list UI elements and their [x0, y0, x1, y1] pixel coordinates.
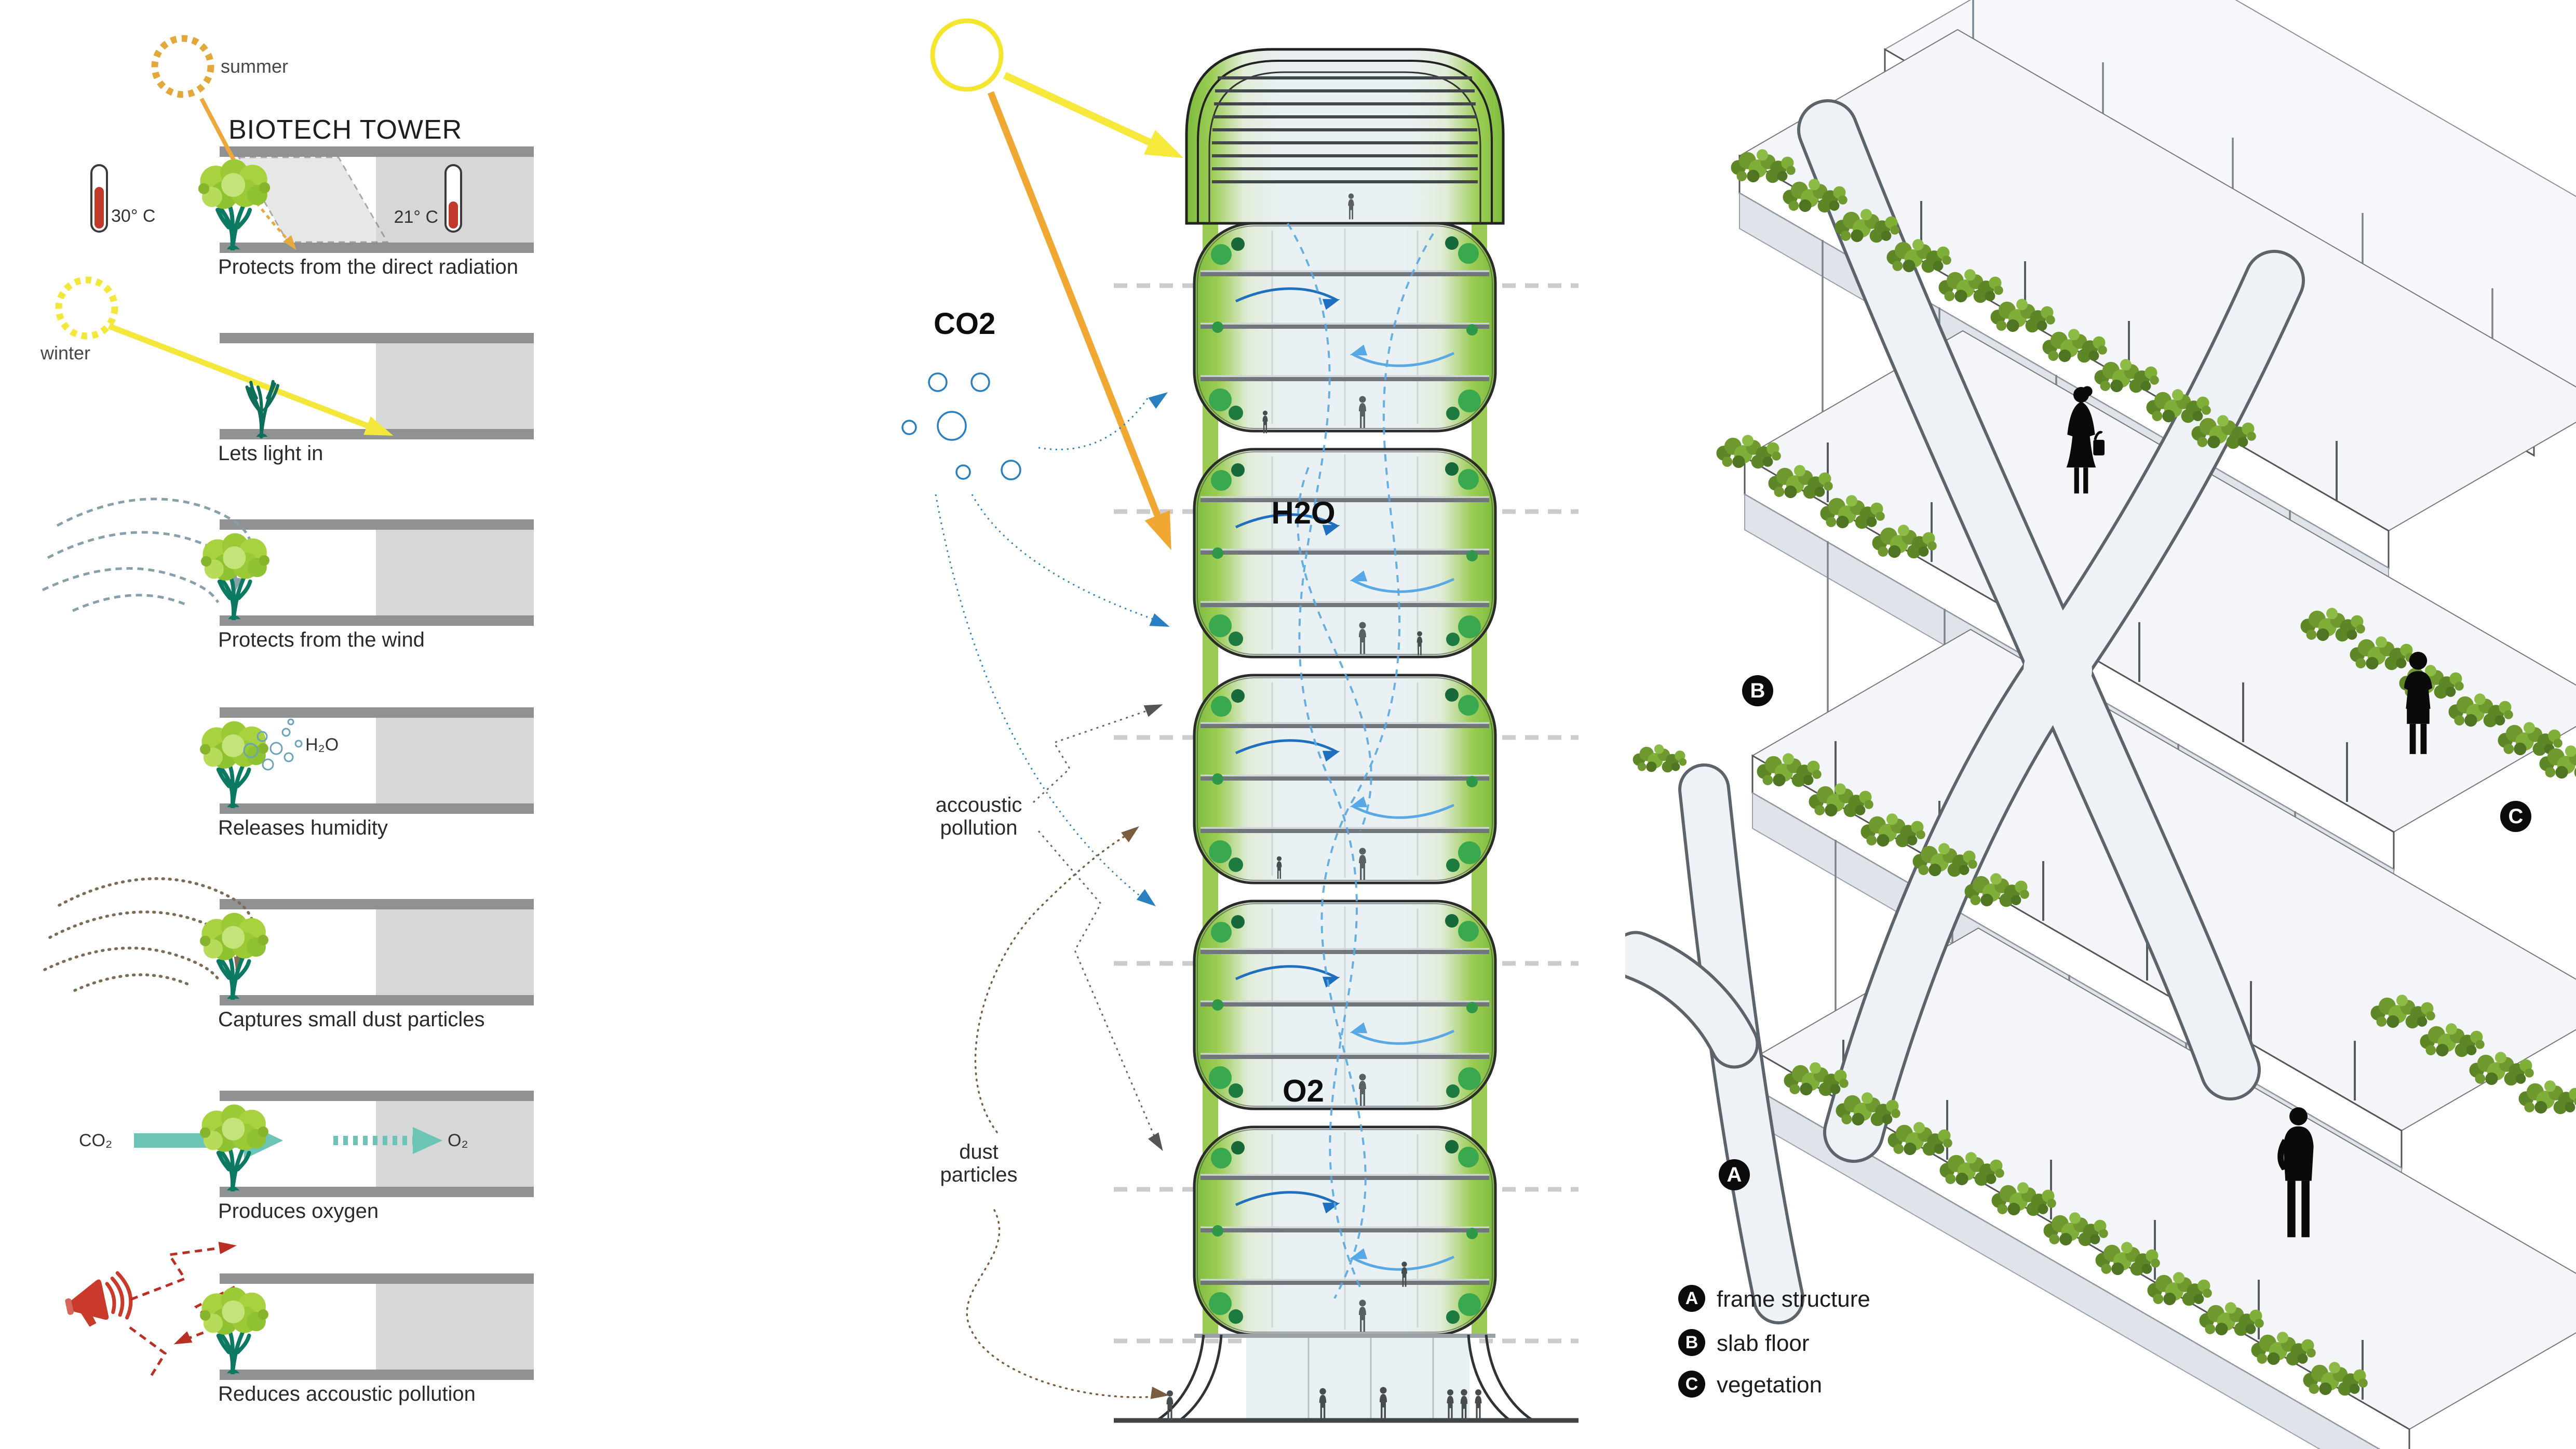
marker-a: A — [1719, 1159, 1750, 1190]
h2o-label: H2O — [1271, 495, 1336, 530]
tree-icon — [201, 533, 269, 620]
panel-caption: Reduces accoustic pollution — [218, 1383, 476, 1405]
co2-label: CO2 — [934, 307, 996, 341]
slab-4 — [1759, 927, 2576, 1449]
h2o-molecule-label: H₂O — [305, 735, 339, 755]
thermometer-outside-icon — [90, 164, 108, 233]
o2-output-label: O₂ — [448, 1131, 468, 1150]
benefit-panels-graphics — [0, 35, 534, 1380]
legend-label-frame: frame structure — [1717, 1286, 1870, 1312]
tower-section-graphics — [901, 18, 1579, 1423]
tree-icon — [200, 913, 268, 999]
dust-particles-label: dust particles — [940, 1141, 1018, 1186]
panel-caption: Captures small dust particles — [218, 1008, 485, 1031]
marker-b: B — [1742, 675, 1773, 706]
inside-temp: 21° C — [394, 207, 438, 227]
legend-key-slab: B — [1678, 1329, 1705, 1356]
leader-lines — [935, 392, 1170, 1399]
co2-bubbles — [901, 372, 1021, 480]
co2-input-label: CO₂ — [79, 1131, 113, 1150]
winter-label: winter — [41, 342, 91, 364]
tree-icon — [200, 1287, 268, 1374]
o2-label: O2 — [1282, 1074, 1325, 1108]
outside-temp: 30° C — [111, 206, 156, 226]
megaphone-icon — [65, 1271, 133, 1327]
panel-caption: Produces oxygen — [218, 1200, 379, 1223]
noise-arrows — [129, 1245, 236, 1379]
legend-label-vegetation: vegetation — [1717, 1372, 1823, 1398]
marker-c: C — [2500, 801, 2531, 832]
axonometric-graphics — [1625, 0, 2576, 1449]
bare-tree-icon — [247, 382, 278, 437]
thermometer-inside-icon — [444, 164, 462, 233]
humidity-bubbles — [243, 718, 303, 771]
legend-label-slab: slab floor — [1717, 1331, 1810, 1356]
shadow-region — [237, 156, 389, 250]
tower-pod — [1194, 901, 1495, 1109]
legend-key-vegetation: C — [1678, 1371, 1705, 1398]
panel-caption: Lets light in — [218, 442, 323, 465]
legend-key-frame: A — [1678, 1285, 1705, 1312]
page-title: BIOTECH TOWER — [228, 115, 463, 145]
tower-crown — [1185, 48, 1505, 225]
airflow-dashes — [1287, 222, 1434, 1299]
tower-pod — [1194, 449, 1495, 657]
tree-icon — [198, 159, 270, 250]
tower-pod — [1194, 1127, 1495, 1335]
acoustic-pollution-label: accoustic pollution — [935, 794, 1022, 839]
panel-caption: Protects from the direct radiation — [218, 256, 519, 278]
panel-caption: Releases humidity — [218, 816, 388, 839]
winter-sun-icon — [55, 276, 118, 340]
tree-icon — [200, 1105, 268, 1191]
tower-base — [1114, 1334, 1579, 1423]
summer-label: summer — [221, 56, 289, 77]
sun-icon — [930, 18, 1184, 551]
panel-caption: Protects from the wind — [218, 628, 425, 651]
o2-arrow — [333, 1127, 442, 1154]
frame-structure — [1625, 99, 2305, 1324]
tower-pod — [1194, 223, 1495, 431]
room-sections — [220, 146, 534, 1380]
tower-pod — [1194, 675, 1495, 883]
